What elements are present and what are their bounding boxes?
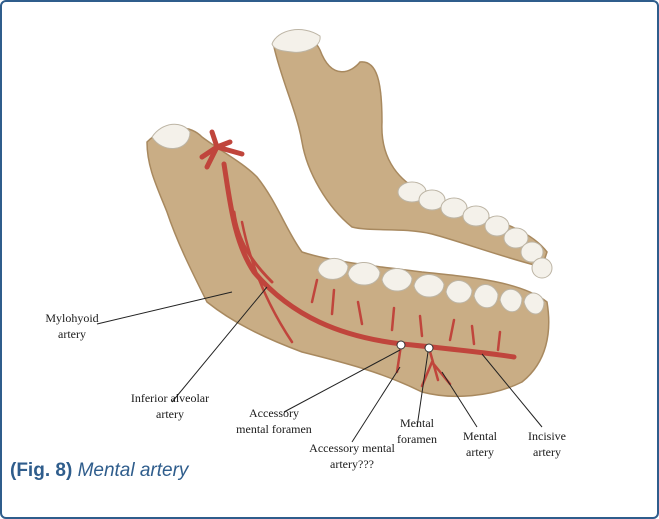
- label-mental-artery: Mental artery: [463, 429, 498, 459]
- svg-text:Accessory: Accessory: [249, 406, 299, 420]
- svg-text:Accessory mental: Accessory mental: [309, 441, 395, 455]
- label-inferior-alveolar: Inferior alveolar artery: [131, 391, 209, 421]
- svg-text:foramen: foramen: [397, 432, 437, 446]
- svg-text:Inferior alveolar: Inferior alveolar: [131, 391, 209, 405]
- label-mental-foramen: Mental foramen: [397, 416, 437, 446]
- figure-number: (Fig. 8): [10, 460, 72, 481]
- figure-title: Mental artery: [78, 460, 189, 481]
- svg-text:mental foramen: mental foramen: [236, 422, 312, 436]
- label-accessory-artery: Accessory mental artery???: [309, 441, 395, 471]
- svg-text:Incisive: Incisive: [528, 429, 566, 443]
- accessory-foramen-dot: [397, 341, 405, 349]
- svg-text:artery: artery: [466, 445, 494, 459]
- svg-text:artery: artery: [533, 445, 561, 459]
- svg-text:artery: artery: [156, 407, 184, 421]
- svg-text:artery???: artery???: [330, 457, 374, 471]
- svg-text:artery: artery: [58, 327, 86, 341]
- svg-text:Mental: Mental: [463, 429, 498, 443]
- svg-text:Mylohyoid: Mylohyoid: [45, 311, 98, 325]
- label-accessory-foramen: Accessory mental foramen: [236, 406, 312, 436]
- svg-text:Mental: Mental: [400, 416, 435, 430]
- figure-caption: (Fig. 8) Mental artery: [10, 460, 188, 482]
- mental-foramen-dot: [425, 344, 433, 352]
- label-mylohyoid: Mylohyoid artery: [45, 311, 98, 341]
- label-incisive: Incisive artery: [528, 429, 566, 459]
